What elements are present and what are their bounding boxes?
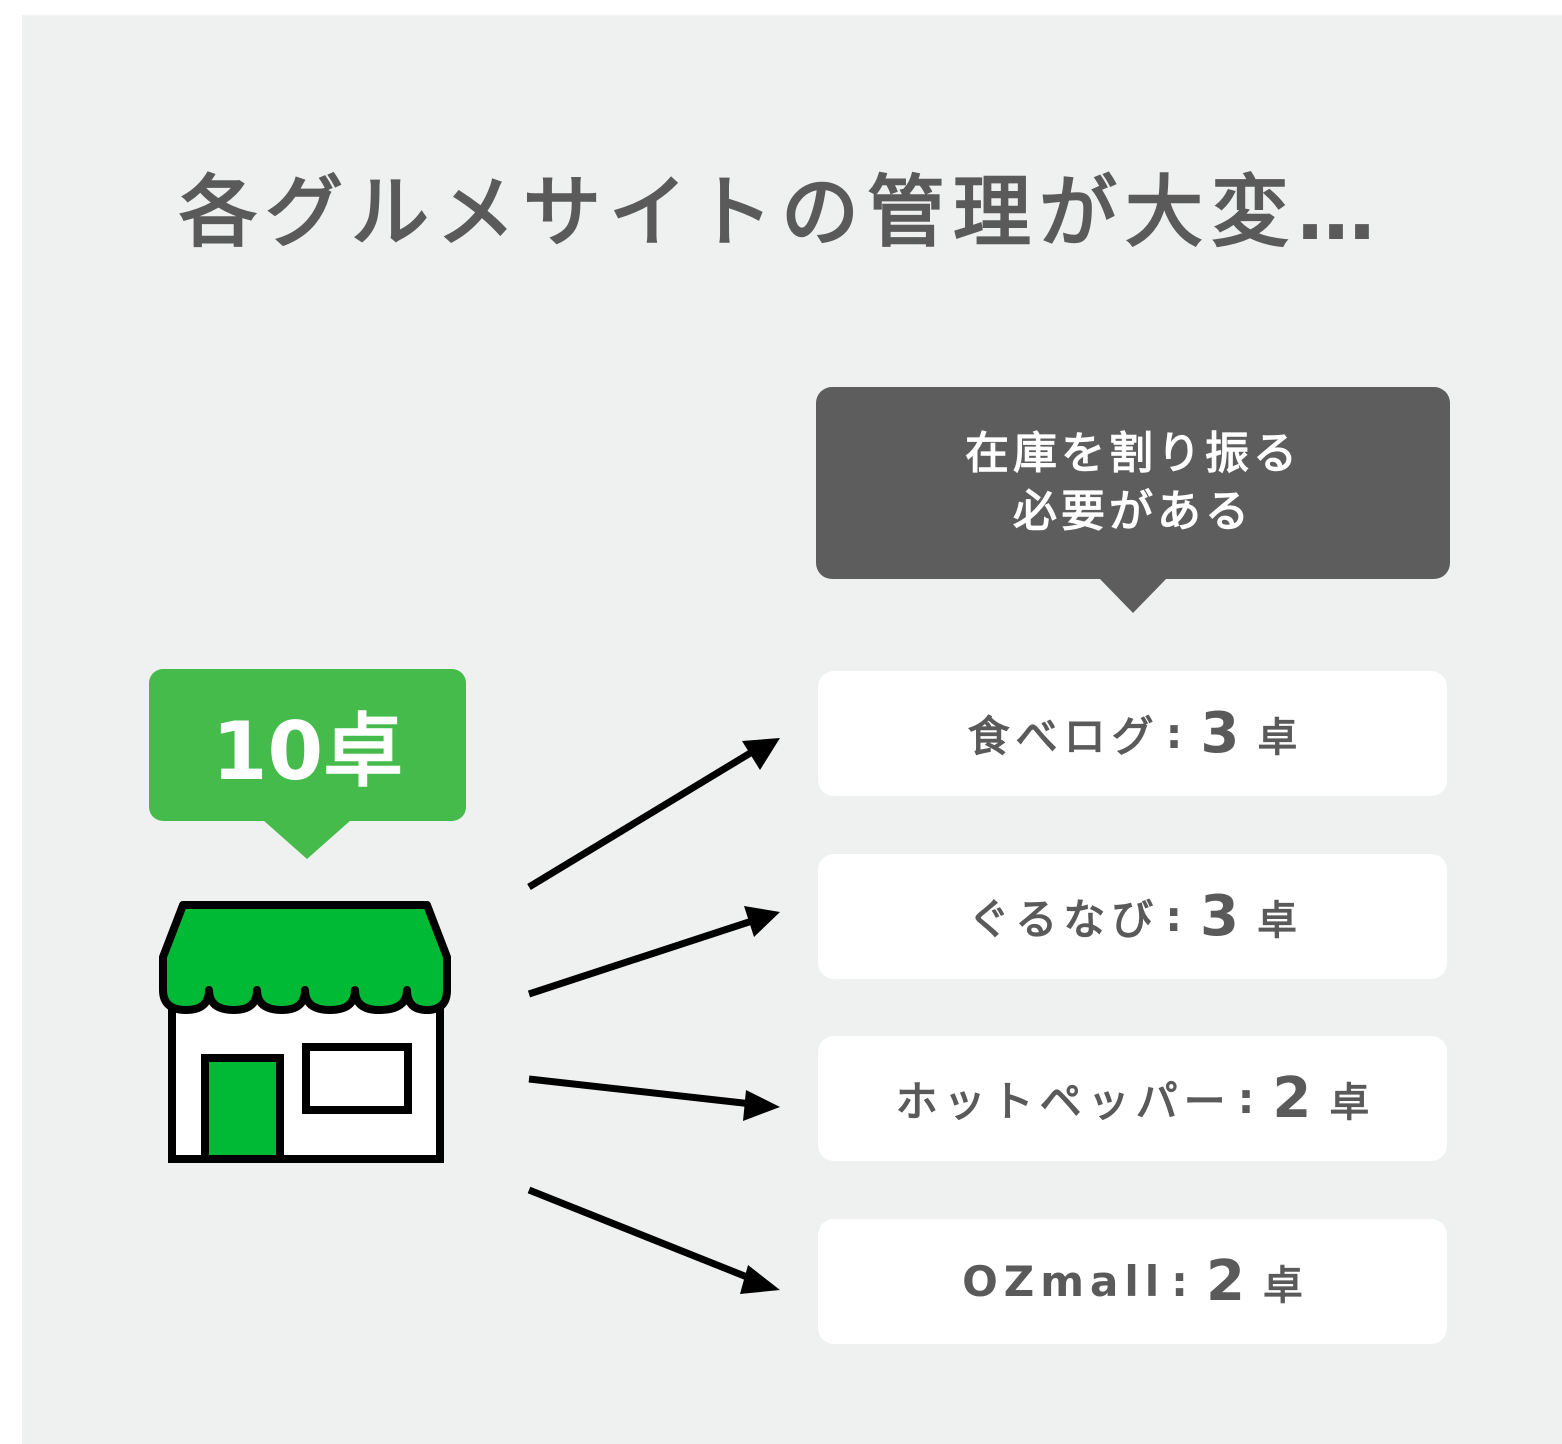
site-name: OZmall	[962, 1257, 1166, 1306]
total-tables-label: 10卓	[211, 705, 404, 798]
page-title: 各グルメサイトの管理が大変…	[178, 168, 1383, 258]
site-name: ホットペッパー	[895, 1077, 1232, 1126]
site-table-unit: 卓	[1257, 714, 1298, 761]
arrow-to-tabelog	[527, 738, 780, 890]
site-card-hotpepper: ホットペッパー : 2 卓	[818, 1036, 1447, 1161]
arrow-to-ozmall	[527, 1186, 780, 1294]
site-card-gurunavi: ぐるなび : 3 卓	[818, 854, 1447, 979]
site-table-count: 2	[1205, 1249, 1245, 1314]
allocation-note-callout: 在庫を割り振る 必要がある	[816, 387, 1450, 613]
site-separator: :	[1165, 892, 1182, 941]
site-card-tabelog: 食べログ : 3 卓	[818, 671, 1447, 796]
site-table-unit: 卓	[1329, 1079, 1370, 1126]
site-name: 食べログ	[967, 712, 1160, 761]
store-icon	[159, 901, 451, 1163]
site-table-count: 2	[1272, 1066, 1312, 1131]
total-tables-callout: 10卓	[149, 669, 466, 859]
arrow-to-hotpepper	[528, 1075, 780, 1121]
note-line-2: 必要がある	[1013, 486, 1253, 537]
site-card-ozmall: OZmall : 2 卓	[818, 1219, 1447, 1344]
site-table-unit: 卓	[1256, 897, 1297, 944]
site-separator: :	[1237, 1074, 1255, 1123]
site-name: ぐるなび	[968, 895, 1160, 944]
site-table-unit: 卓	[1262, 1262, 1303, 1309]
arrow-to-gurunavi	[527, 906, 780, 998]
site-table-count: 3	[1200, 701, 1240, 766]
site-separator: :	[1171, 1257, 1188, 1306]
note-line-1: 在庫を割り振る	[965, 428, 1301, 479]
site-table-count: 3	[1200, 884, 1239, 949]
site-separator: :	[1165, 709, 1183, 758]
